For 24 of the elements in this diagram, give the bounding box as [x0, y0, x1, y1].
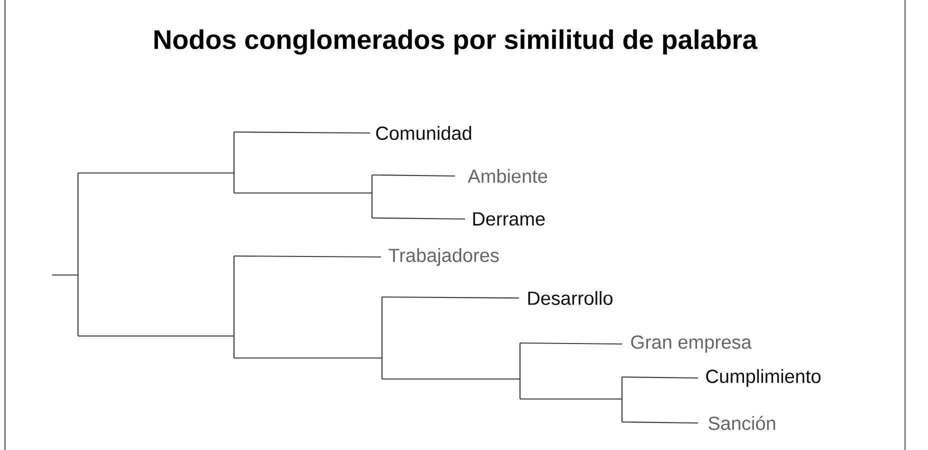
branch-line: [78, 172, 234, 174]
leaf-label: Derrame: [473, 212, 545, 226]
branch-line: [382, 378, 520, 380]
leaf-label: Sanción: [708, 416, 776, 430]
branch-line: [372, 174, 456, 177]
branch-line: [78, 335, 234, 337]
branch-line: [234, 131, 370, 134]
branch-line: [520, 398, 622, 400]
branch-line: [382, 296, 519, 299]
leaf-label: Comunidad: [376, 126, 472, 140]
branch-line: [520, 342, 622, 345]
title: Nodos conglomerados por similitud de palabra: [154, 29, 758, 55]
branch-line: [234, 357, 382, 359]
branch-line: [622, 376, 698, 379]
branch-line: [622, 421, 698, 424]
leaf-label: Ambiente: [468, 169, 548, 183]
leaf-label: Desarrollo: [528, 291, 612, 305]
branch-line: [234, 192, 372, 194]
leaf-label: Trabajadores: [388, 248, 499, 266]
leaf-label: Cumplimiento: [706, 369, 821, 387]
branch-line: [52, 274, 78, 276]
branch-line: [372, 217, 466, 220]
branch-line: [234, 255, 381, 258]
leaf-label: Gran empresa: [631, 335, 752, 353]
